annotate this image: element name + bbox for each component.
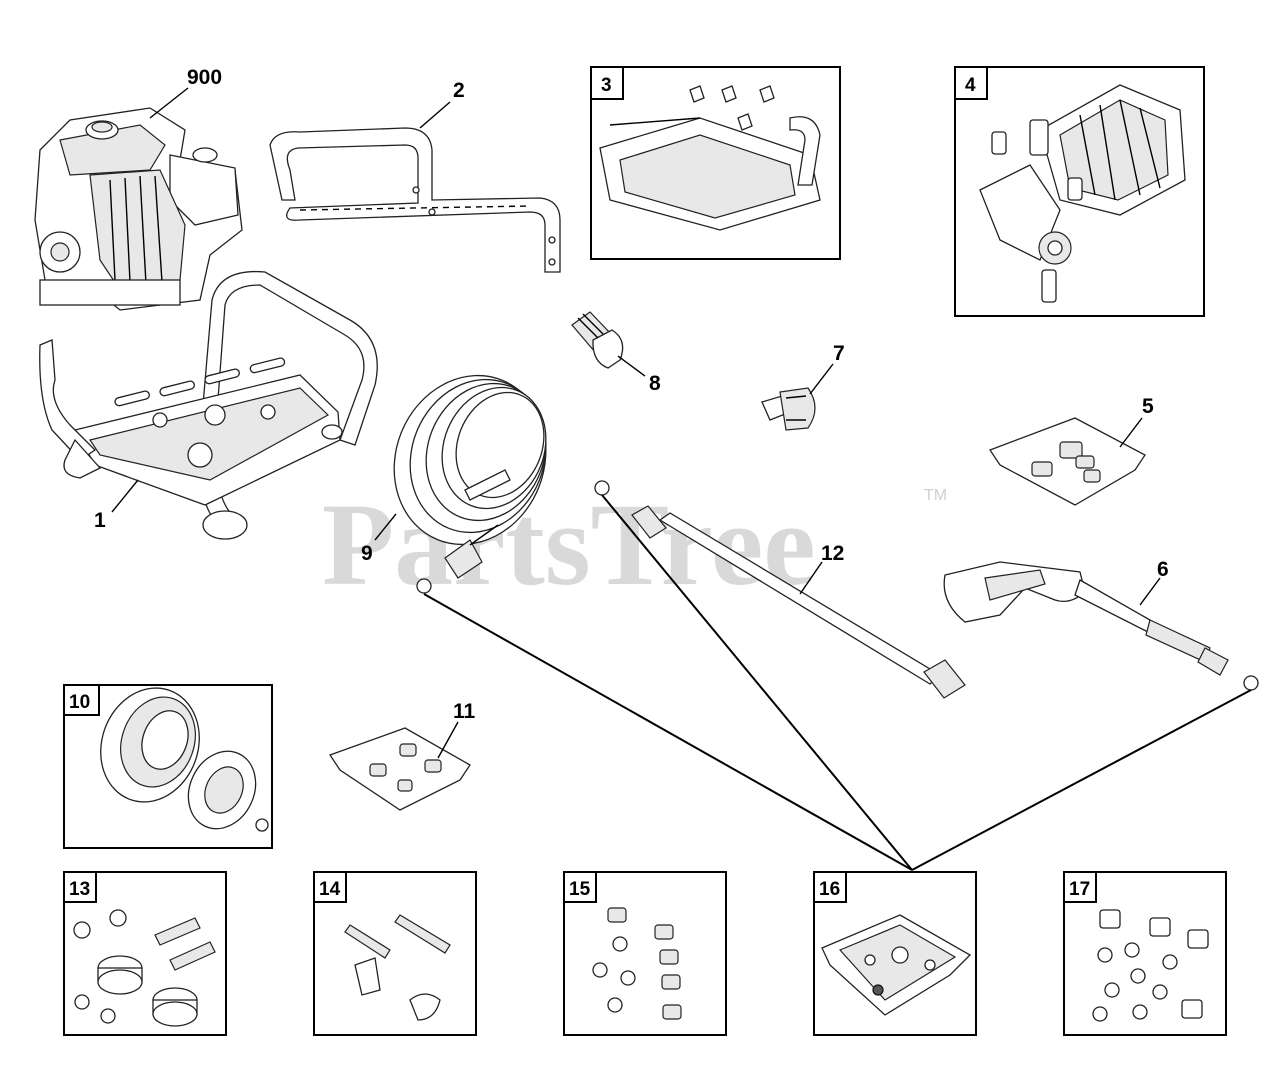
box-16-number: 16 [819,879,840,900]
box-17-number: 17 [1069,879,1090,900]
callout-9: 9 [361,542,373,565]
quick-connect-illustration[interactable] [571,311,624,369]
box-3[interactable]: 3 [590,66,841,260]
engine-illustration[interactable] [34,107,243,311]
box-13-number: 13 [69,879,90,900]
box-3-number: 3 [601,75,612,96]
box-14-number: 14 [319,879,341,900]
callout-6: 6 [1157,558,1169,581]
callout-5: 5 [1142,395,1154,418]
leader-lines [423,494,1252,871]
callout-1: 1 [94,509,106,532]
adapter-illustration[interactable] [761,387,816,431]
box-4-number: 4 [965,75,976,96]
box-4[interactable]: 4 [954,66,1205,317]
callout-7: 7 [833,342,845,365]
watermark-text: PartsTree [322,479,816,610]
fitting-kit-illustration[interactable] [989,417,1146,506]
o-ring-kit-illustration[interactable] [328,727,471,811]
callout-11: 11 [453,700,476,723]
callout-8: 8 [649,372,661,395]
callout-2: 2 [453,79,465,102]
box-17[interactable]: 17 [1063,871,1227,1036]
spray-gun-illustration[interactable] [943,561,1259,691]
callout-12: 12 [821,542,844,565]
box-14[interactable]: 14 [313,871,477,1036]
wand-illustration[interactable] [594,480,966,699]
box-15-number: 15 [569,879,591,900]
box-16[interactable]: 16 [813,871,977,1036]
watermark-trademark: TM [924,487,947,504]
hose-illustration[interactable] [369,353,571,594]
handle-illustration[interactable] [269,127,561,273]
callout-900: 900 [187,66,222,89]
box-15[interactable]: 15 [563,871,727,1036]
box-10-number: 10 [69,692,90,713]
box-13[interactable]: 13 [63,871,227,1036]
frame-illustration[interactable] [39,270,378,540]
box-10[interactable]: 10 [63,674,273,849]
